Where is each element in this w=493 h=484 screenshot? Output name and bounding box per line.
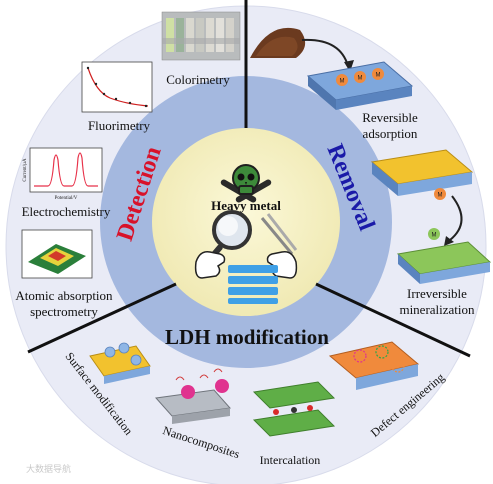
label-fluorimetry: Fluorimetry — [88, 118, 151, 133]
label-intercalation: Intercalation — [260, 453, 321, 467]
skull-crossbones-icon — [220, 164, 272, 203]
yellow-ldh-hex-layer: M — [370, 149, 474, 200]
label-aas-line1: Atomic absorption — [15, 288, 113, 303]
surface-modification-layer — [89, 342, 151, 384]
arrow-yellow-head — [444, 236, 454, 246]
ion-label-m3: M — [376, 73, 381, 79]
tweezers-icon — [260, 213, 298, 255]
intercalation-layer — [252, 381, 336, 437]
soil-pile-icon — [250, 27, 306, 58]
aas-surface-plot — [21, 229, 93, 279]
left-hand-icon — [194, 250, 226, 279]
divider-left — [27, 282, 177, 354]
label-ldh-modification: LDH modification — [165, 325, 329, 349]
colorimetry-image — [161, 11, 241, 61]
electrochemistry-plot: Current/µA Potential/V — [23, 147, 103, 201]
fluorimetry-plot — [81, 61, 153, 113]
divider-right — [315, 282, 471, 358]
arrow-yellow-to-green — [449, 195, 463, 241]
green-ldh-hex-layer: M — [396, 228, 492, 284]
watermark: 大数据导航 — [26, 463, 71, 475]
ion-label-m2: M — [358, 76, 363, 82]
label-colorimetry: Colorimetry — [166, 72, 230, 87]
electro-x-label: Potential/V — [55, 196, 78, 201]
label-irreversible-line2: mineralization — [399, 302, 475, 317]
reversible-ldh-hex-layer: M M M — [306, 61, 414, 110]
arrow-soil-head — [344, 60, 354, 72]
label-electrochemistry: Electrochemistry — [22, 204, 111, 219]
ldh-layers-center-icon — [228, 265, 278, 304]
ion-label-m5: M — [432, 233, 437, 239]
label-reversible-line2: adsorption — [363, 126, 418, 141]
label-reversible-line1: Reversible — [362, 110, 418, 125]
nanocomposites-layer — [155, 368, 231, 424]
label-irreversible-line1: Irreversible — [407, 286, 467, 301]
electro-y-label: Current/µA — [23, 158, 28, 182]
label-aas-line2: spectrometry — [30, 304, 98, 319]
ion-label-m4: M — [438, 193, 443, 199]
ion-label-m1: M — [340, 79, 345, 85]
defect-engineering-layer — [328, 341, 420, 390]
center-title: Heavy metal — [211, 198, 281, 213]
